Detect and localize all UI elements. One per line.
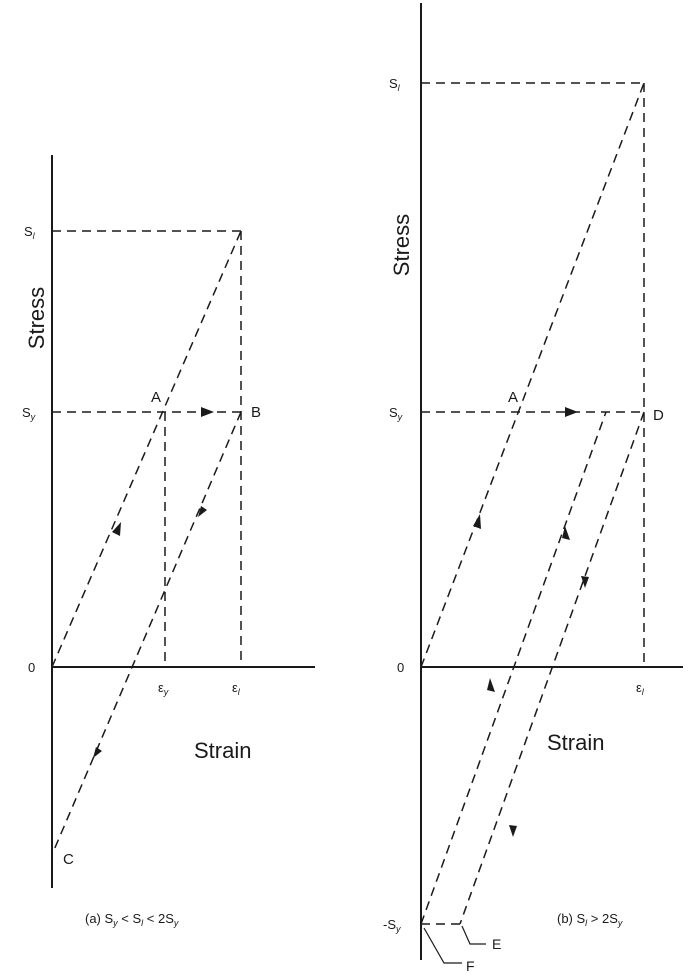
panel-b-tick-s-y: Sy [389,405,403,422]
panel-a-loading-arrow-icon [112,522,121,536]
panel-b-elastic-loading-line [420,82,645,668]
panel-b-unloading-arrow-icon [581,576,589,588]
panel-b-reloading-line [420,411,607,925]
panel-b-caption: (b) Sl > 2Sy [557,911,623,928]
panel-b-tick-eps-l: εl [636,680,645,697]
panel-a-point-b: B [251,404,261,421]
panel-b-plastic-flow-arrow-icon [565,407,578,417]
panel-b-point-f: F [466,958,475,974]
panel-a-point-c: C [63,851,74,868]
panel-a: Stress Strain Sl Sy 0 εy εl A B C (a) Sy… [22,155,315,928]
panel-b-loading-arrow-icon [473,514,481,529]
panel-b-point-f-leader [423,927,462,964]
panel-b-tick-s-l: Sl [389,76,401,93]
panel-a-origin-label: 0 [28,660,35,675]
panel-b-origin-label: 0 [397,660,404,675]
panel-b-reverse-loading-arrow-icon [487,678,495,692]
panel-b-unloading-line [459,411,645,925]
panel-b-point-e: E [492,936,501,952]
panel-b-stress-label: Stress [389,214,414,276]
panel-b-point-d: D [653,407,664,424]
panel-a-caption: (a) Sy < Sl < 2Sy [85,911,179,928]
panel-a-elastic-loading-line [51,230,242,668]
panel-a-unloading-arrow-icon [198,506,207,517]
panel-b-unloading-lower-arrow-icon [509,825,517,837]
panel-a-tick-eps-l: εl [232,680,241,697]
panel-a-reverse-arrow-icon [93,747,102,758]
panel-a-unloading-line [53,411,242,851]
panel-b-reloading-arrow-icon [562,526,570,540]
panel-a-tick-s-l: Sl [24,224,36,241]
panel-a-tick-eps-y: εy [158,680,169,697]
panel-a-tick-s-y: Sy [22,405,36,422]
panel-a-plastic-flow-arrow-icon [201,407,214,417]
panel-b-point-a: A [508,389,518,406]
panel-b-tick-neg-s-y: -Sy [383,917,401,934]
panel-a-stress-label: Stress [24,287,49,349]
panel-a-strain-label: Strain [194,738,251,763]
panel-b: Stress Strain Sl Sy 0 -Sy εl A D E F (b)… [383,3,683,974]
panel-b-point-e-leader [461,925,486,945]
panel-a-point-a: A [151,389,161,406]
panel-b-strain-label: Strain [547,730,604,755]
